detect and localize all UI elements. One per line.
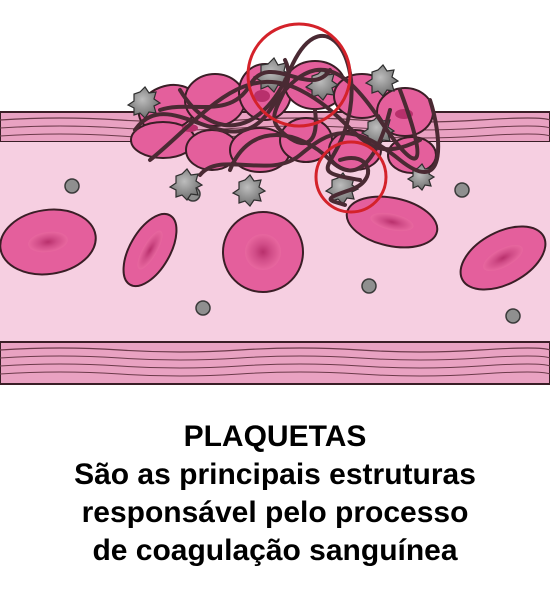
- red-blood-cell: [345, 195, 439, 249]
- red-blood-cells: [0, 195, 547, 293]
- platelet: [454, 182, 470, 198]
- red-blood-cell: [222, 211, 304, 293]
- caption: PLAQUETAS São as principais estruturas r…: [0, 418, 550, 570]
- clot-platelets: [126, 57, 436, 207]
- blood-vessel-clot-illustration: [0, 22, 550, 385]
- platelet: [126, 86, 162, 119]
- caption-line: de coagulação sanguínea: [92, 534, 458, 567]
- platelet: [195, 300, 211, 316]
- fibrin-strands: [133, 33, 441, 207]
- highlight-circles: [246, 22, 388, 214]
- platelet: [505, 308, 521, 324]
- platelet: [304, 68, 340, 101]
- platelet: [231, 174, 267, 207]
- highlight-circle: [314, 140, 388, 214]
- highlight-circle: [246, 22, 352, 128]
- caption-line: responsável pelo processo: [81, 496, 469, 529]
- caption-title: PLAQUETAS: [183, 420, 367, 453]
- caption-line: São as principais estruturas: [74, 458, 476, 491]
- red-blood-cell: [459, 225, 547, 291]
- red-blood-cell: [0, 208, 97, 276]
- red-blood-cell: [122, 212, 178, 288]
- platelet: [364, 64, 400, 97]
- platelet: [361, 278, 377, 294]
- platelet: [64, 178, 80, 194]
- vessel-wall-bottom: [0, 341, 550, 385]
- platelet: [168, 168, 204, 201]
